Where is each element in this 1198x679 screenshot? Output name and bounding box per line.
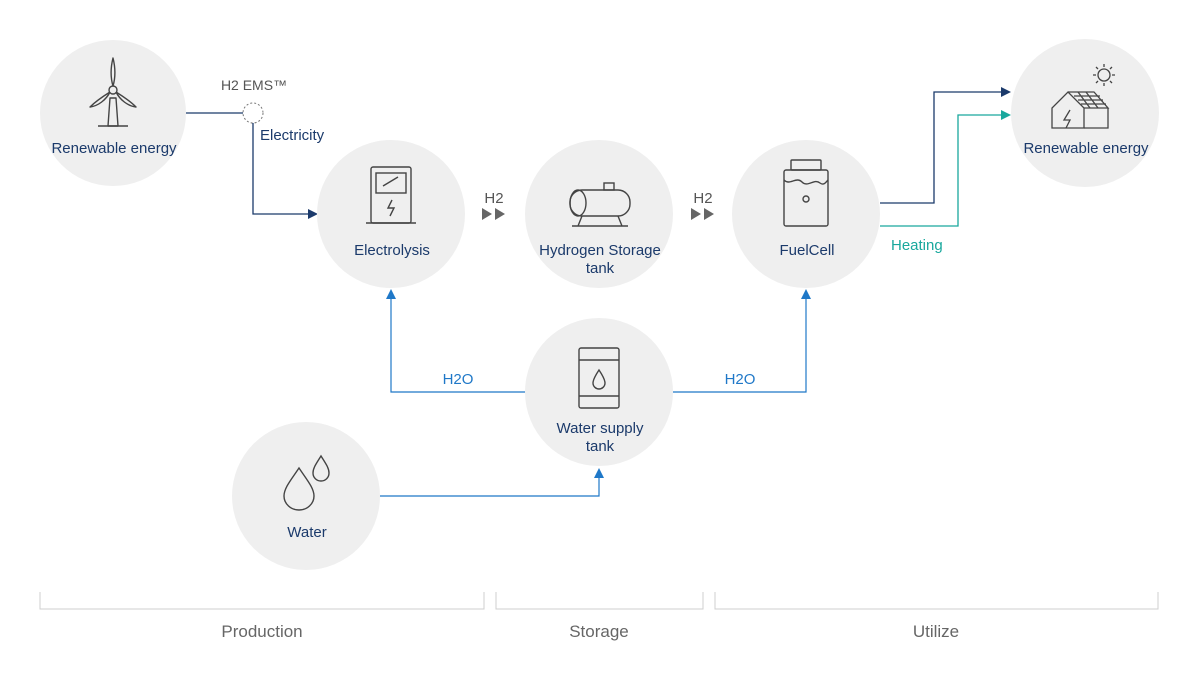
- h2o-right-arrow: [673, 289, 811, 393]
- hydrogen-tank-label-2: tank: [586, 260, 615, 277]
- phase-storage: Storage: [569, 622, 629, 641]
- node-renewable-left: Renewable energy: [40, 40, 186, 186]
- wind-turbine-icon: [89, 57, 137, 127]
- fuelcell-label: FuelCell: [779, 242, 834, 259]
- storage-bracket: [495, 592, 704, 610]
- production-bracket: [39, 592, 485, 610]
- h2-label-a: H2: [484, 190, 503, 207]
- h2o-left-arrow: [386, 289, 525, 393]
- heating-label: Heating: [891, 237, 943, 254]
- h2o-right-label: H2O: [725, 371, 756, 388]
- electrolysis-label: Electrolysis: [354, 242, 430, 259]
- renewable-right-label: Renewable energy: [1023, 140, 1149, 157]
- water-tank-label-1: Water supply: [557, 420, 644, 437]
- h2-arrow-b: [691, 208, 714, 220]
- fuelcell-electricity-arrow: [880, 87, 1011, 204]
- node-water: Water: [232, 422, 380, 570]
- electrolyzer-icon: [366, 166, 416, 224]
- water-to-tank-arrow: [380, 468, 604, 497]
- node-electrolysis: Electrolysis: [317, 140, 465, 288]
- node-hydrogen-tank: Hydrogen Storage tank: [525, 140, 673, 288]
- water-barrel-icon: [578, 347, 620, 409]
- h2o-left-label: H2O: [443, 371, 474, 388]
- water-label: Water: [287, 524, 326, 541]
- h2-label-b: H2: [693, 190, 712, 207]
- node-water-tank: Water supply tank: [525, 318, 673, 466]
- solar-house-icon: [1051, 64, 1115, 129]
- phase-utilize: Utilize: [913, 622, 959, 641]
- storage-tank-icon: [569, 182, 631, 227]
- water-drops-icon: [283, 454, 330, 511]
- fuel-cell-icon: [783, 159, 829, 227]
- water-tank-label-2: tank: [586, 438, 615, 455]
- fuelcell-heating-arrow: [880, 110, 1011, 227]
- electricity-label: Electricity: [260, 127, 325, 144]
- ems-label: H2 EMS™: [221, 77, 287, 93]
- phase-production: Production: [221, 622, 302, 641]
- ems-node: [242, 102, 264, 124]
- node-fuelcell: FuelCell: [732, 140, 880, 288]
- node-renewable-right: Renewable energy: [1011, 39, 1159, 187]
- utilize-bracket: [714, 592, 1159, 610]
- renewable-left-label: Renewable energy: [51, 140, 177, 157]
- h2-arrow-a: [482, 208, 505, 220]
- hydrogen-tank-label-1: Hydrogen Storage: [539, 242, 661, 259]
- electricity-arrow: [252, 123, 318, 219]
